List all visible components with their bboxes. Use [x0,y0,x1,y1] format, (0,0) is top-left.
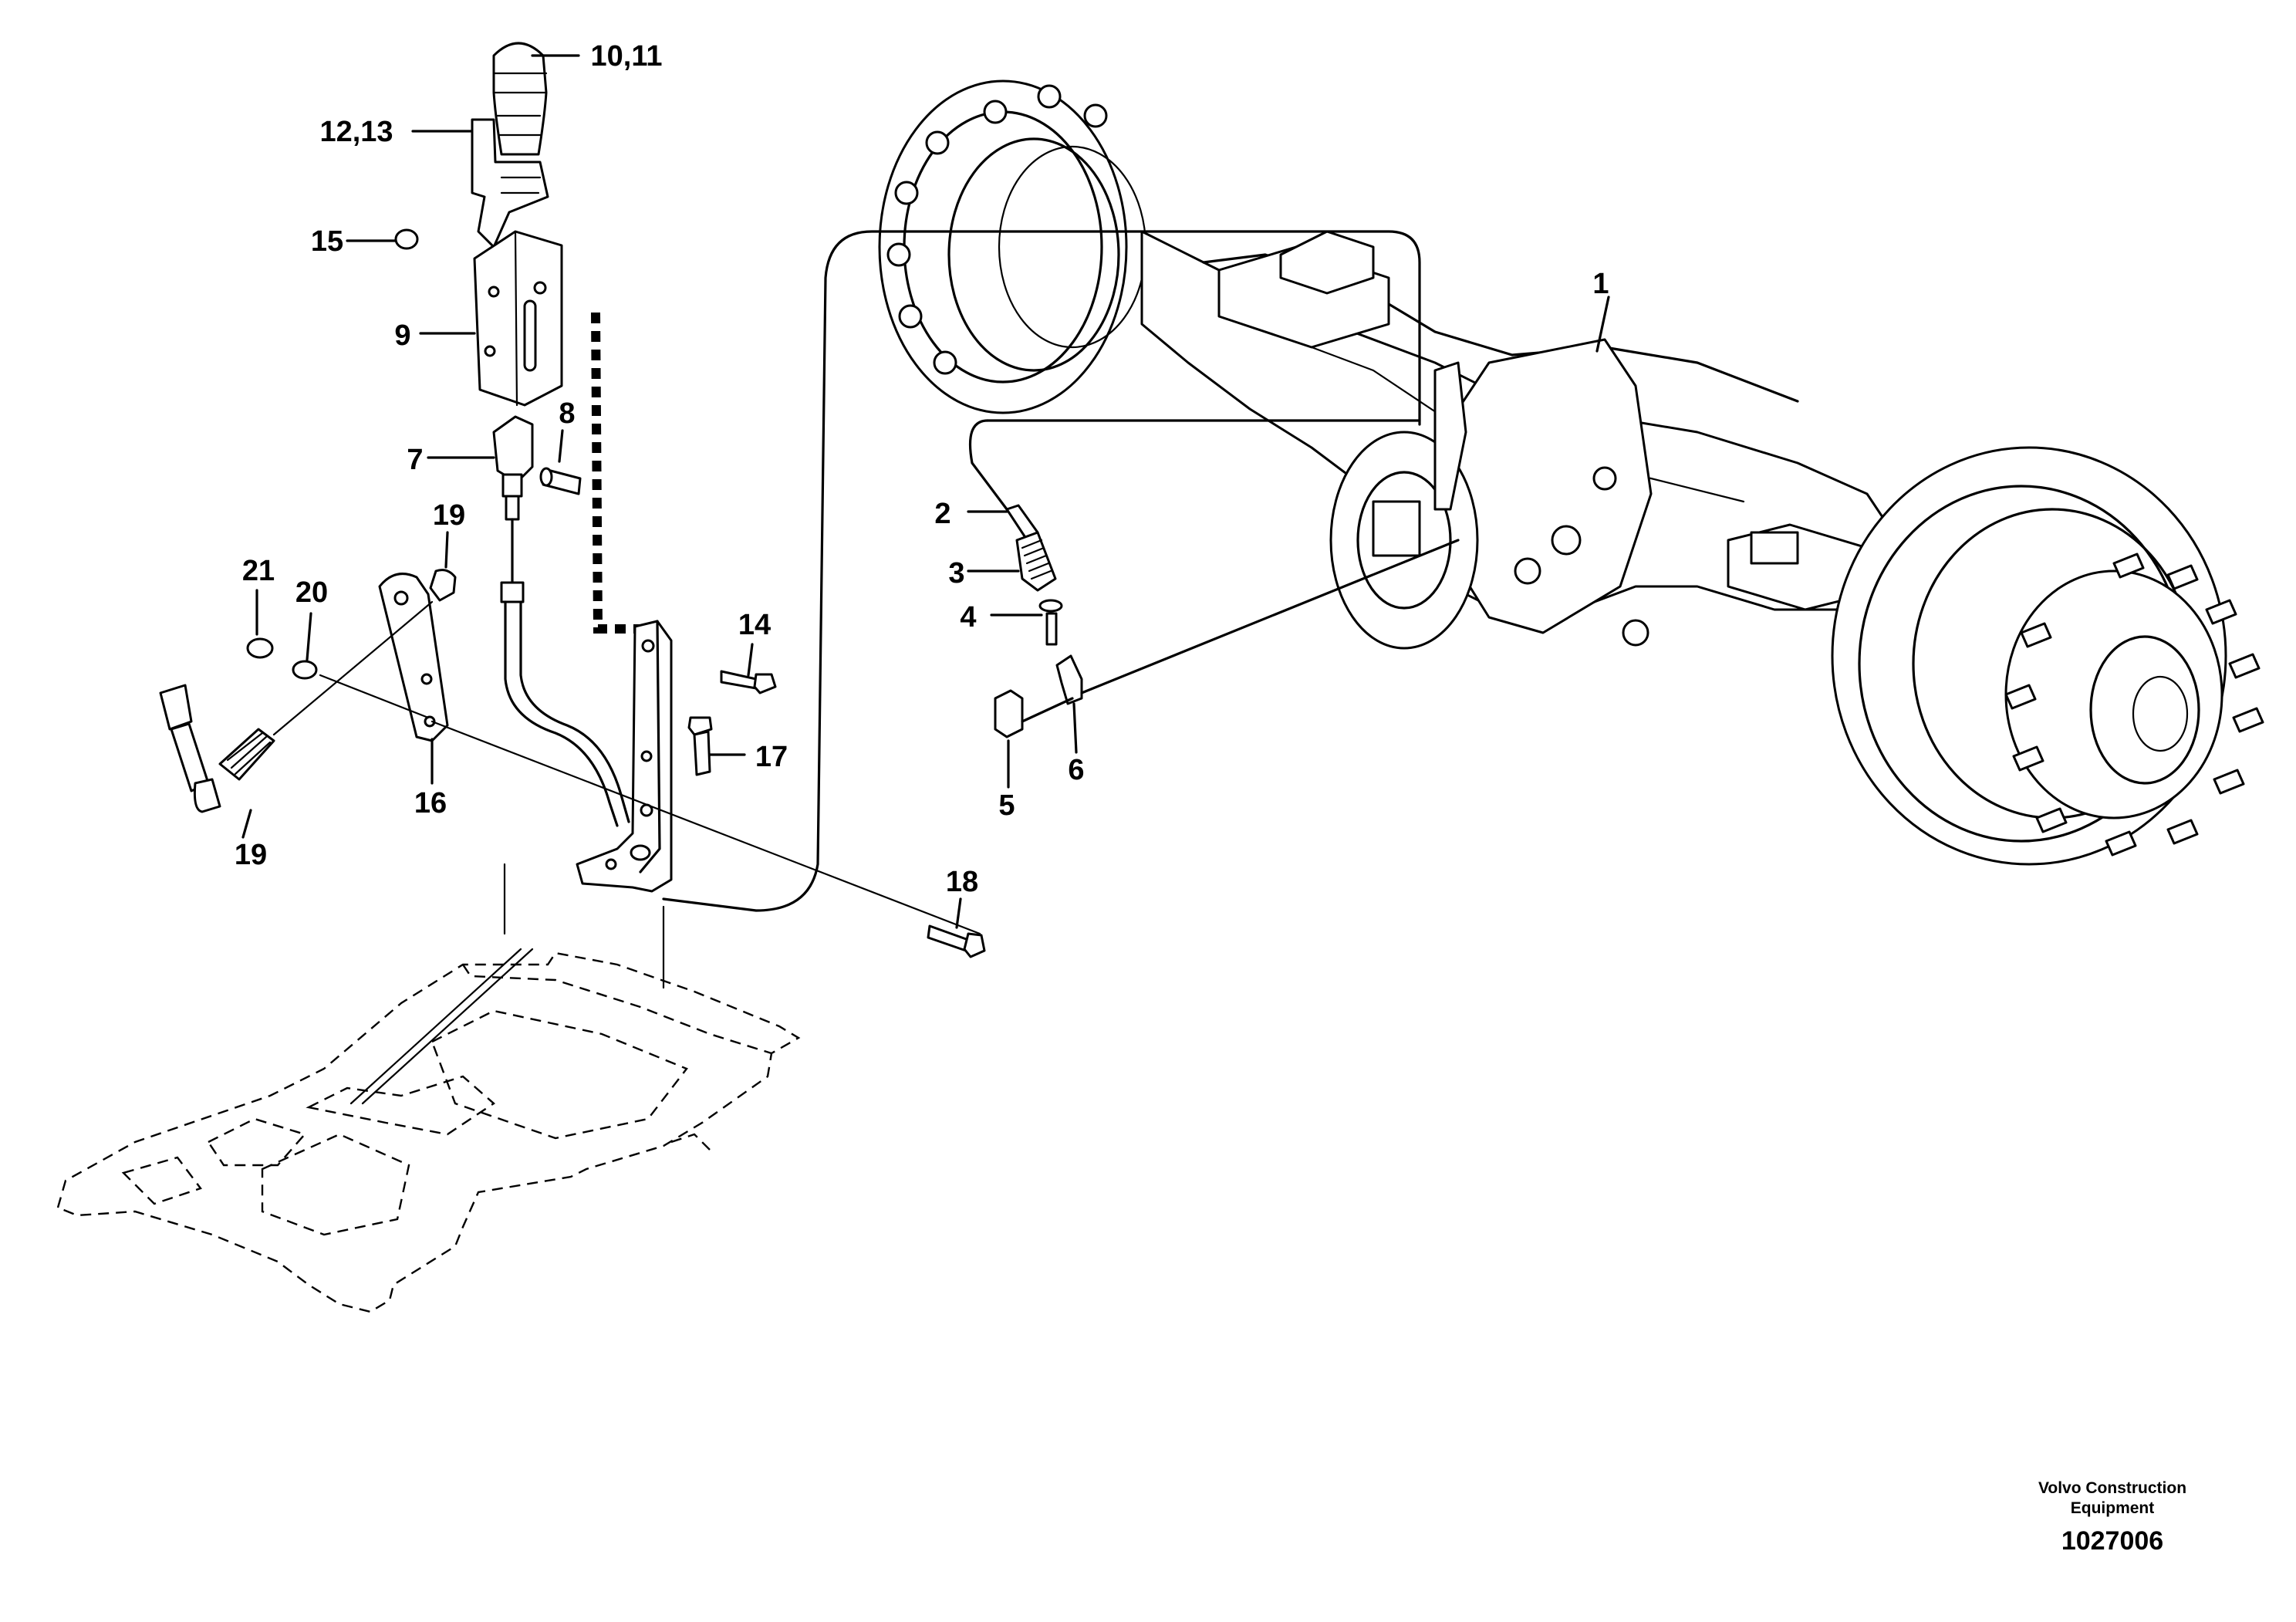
callout-14: 14 [738,609,771,641]
callout-labels: 1 2 3 4 5 6 7 8 9 10,11 12,13 14 15 16 1… [235,40,1609,898]
callout-12-13: 12,13 [319,116,393,148]
callout-3: 3 [948,557,964,590]
cable-washer [1038,599,1063,613]
cable-route-line [662,230,1421,912]
company-name-line1: Volvo Construction [2038,1479,2186,1497]
washer-15 [394,228,419,250]
lever-plate [473,230,563,407]
callout-19-bottom: 19 [235,839,267,871]
leader-lines [241,54,1610,929]
callout-15: 15 [311,225,343,258]
cable-clevis [1055,654,1083,705]
callout-4: 4 [960,601,976,634]
callout-19-top: 19 [433,499,465,532]
lever-assembly [159,42,986,1105]
callout-1: 1 [1592,268,1609,300]
callout-10-11: 10,11 [591,40,663,73]
drawing-number: 1027006 [2061,1526,2163,1556]
cable-end-assembly [994,504,1460,738]
callout-18: 18 [946,866,978,898]
cable-pin [1045,612,1058,646]
cable-spring [1015,531,1057,592]
callout-17: 17 [755,741,788,773]
bracket-16 [378,573,449,742]
lever-knob [492,42,548,156]
sensor-19 [159,684,275,813]
callout-2: 2 [934,498,950,530]
company-name-line2: Equipment [2071,1499,2155,1517]
axle-assembly [878,79,2264,866]
washer-21 [246,637,274,659]
cable-clevis-7 [492,415,534,484]
callout-6: 6 [1068,754,1084,786]
callout-7: 7 [407,444,423,476]
lever-latch [471,118,549,248]
callout-21: 21 [242,555,275,587]
left-wheel-hub [878,79,1147,414]
bolt-18 [927,924,986,958]
callout-16: 16 [414,787,447,819]
callout-9: 9 [394,319,410,352]
grommet-19 [429,569,457,602]
bolt-14 [720,670,777,694]
right-wheel-hub [1831,446,2264,866]
cab-floor-plate [56,951,801,1313]
callout-8: 8 [559,397,575,430]
callout-5: 5 [998,789,1015,822]
mounting-bracket [576,620,673,893]
bolt-17 [687,716,713,776]
drawing-footer: Volvo Construction Equipment 1027006 [2038,1479,2186,1556]
washer-20 [292,660,318,680]
cable-clip [994,689,1024,738]
wheel-studs [2004,552,2264,857]
callout-20: 20 [295,576,328,609]
